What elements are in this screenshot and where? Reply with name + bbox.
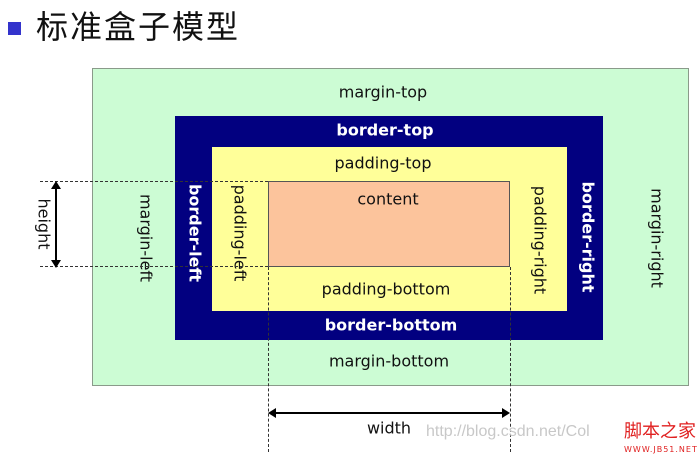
watermark-url: http://blog.csdn.net/Col (426, 423, 590, 440)
padding-right-label: padding-right (530, 185, 550, 295)
width-arrow (270, 412, 508, 414)
title-bullet (8, 22, 21, 35)
margin-top-label: margin-top (338, 82, 428, 102)
border-right-label: border-right (578, 181, 598, 293)
content-label: content (357, 189, 419, 209)
height-label: height (34, 198, 54, 250)
padding-bottom-label: padding-bottom (321, 279, 451, 299)
padding-top-label: padding-top (334, 153, 432, 173)
watermark-site: WWW.JB51.NET (624, 445, 698, 454)
border-top-label: border-top (336, 120, 434, 140)
height-top-guide (40, 181, 268, 182)
width-arrowhead-left (268, 408, 276, 418)
border-bottom-label: border-bottom (324, 315, 458, 335)
width-label: width (366, 418, 412, 438)
height-arrow (55, 183, 57, 265)
width-right-guide (510, 267, 511, 452)
margin-bottom-label: margin-bottom (328, 351, 450, 371)
margin-left-label: margin-left (136, 193, 156, 283)
margin-right-label: margin-right (647, 188, 667, 288)
width-arrowhead-right (502, 408, 510, 418)
page-title: 标准盒子模型 (36, 8, 241, 46)
watermark-brand: 脚本之家 (624, 421, 696, 442)
width-left-guide (268, 267, 269, 452)
height-bottom-guide (40, 266, 268, 267)
content-box (268, 181, 510, 267)
height-arrowhead-down (51, 260, 61, 268)
border-left-label: border-left (185, 183, 205, 283)
height-arrowhead-up (51, 181, 61, 189)
